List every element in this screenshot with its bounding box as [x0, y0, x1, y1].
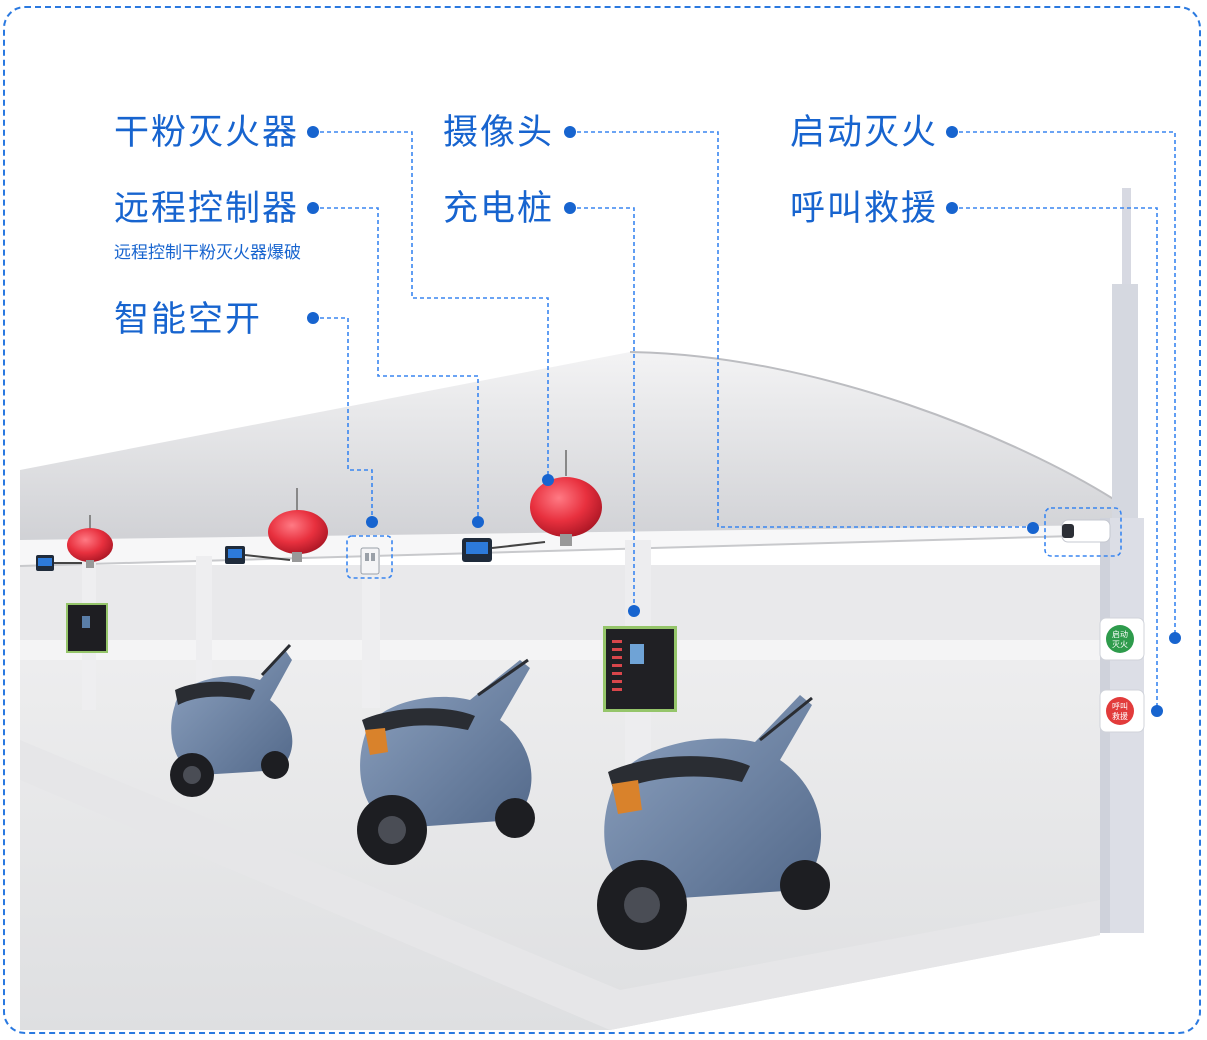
main-pillar	[1100, 188, 1144, 933]
leader-lines	[313, 131, 1176, 710]
label-remote-controller-desc: 远程控制干粉灭火器爆破	[114, 243, 301, 263]
call-rescue-button[interactable]: 呼叫 救援	[1099, 689, 1145, 733]
smart-breaker-device	[360, 547, 380, 575]
label-call-rescue: 呼叫救援	[790, 189, 939, 229]
leader-dots	[307, 126, 1181, 717]
call-rescue-button-line2: 救援	[1112, 711, 1128, 721]
scooter-1	[170, 643, 293, 797]
charging-pile-panel	[603, 626, 677, 712]
label-start-extinguish: 启动灭火	[790, 113, 939, 153]
call-rescue-button-line1: 呼叫	[1112, 701, 1128, 711]
back-wall	[20, 565, 1100, 640]
dashed-frame-border	[3, 6, 1201, 1034]
label-charging-pile: 充电桩	[443, 189, 555, 229]
start-extinguish-button[interactable]: 启动 灭火	[1099, 617, 1145, 661]
scooter-3	[597, 695, 830, 950]
scooter-2	[357, 658, 535, 865]
label-remote-controller: 远程控制器	[114, 189, 300, 229]
label-smart-breaker: 智能空开	[114, 300, 263, 340]
label-camera: 摄像头	[443, 113, 555, 153]
security-camera	[1061, 519, 1111, 543]
label-dry-powder-extinguisher: 干粉灭火器	[114, 113, 300, 153]
wall-control-panel-left	[66, 603, 108, 653]
start-extinguish-button-line2: 灭火	[1112, 640, 1128, 649]
dry-powder-extinguishers	[67, 450, 602, 568]
remote-controller-devices	[36, 538, 546, 571]
start-extinguish-button-line1: 启动	[1112, 629, 1128, 639]
